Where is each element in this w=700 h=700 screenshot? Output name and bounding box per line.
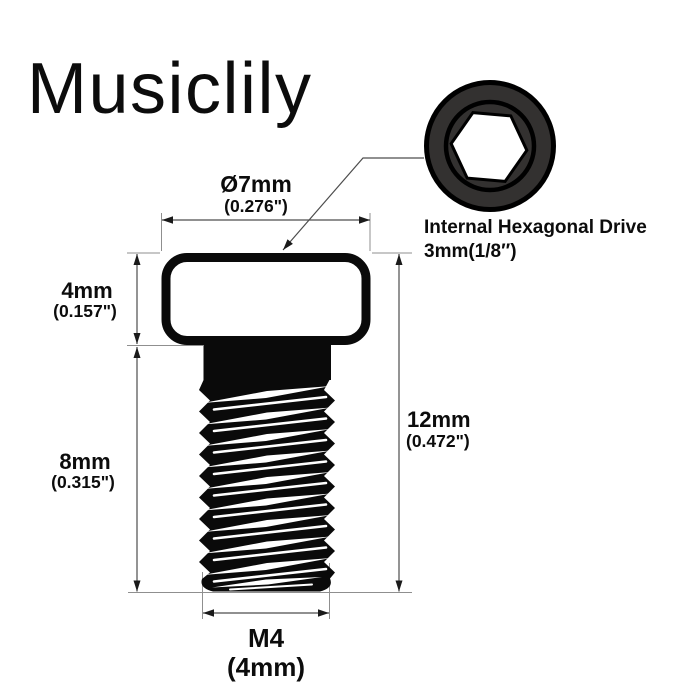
arrowhead-m4-left	[203, 609, 214, 617]
thread-thin-line	[229, 583, 313, 591]
brand-logo-text: Musiclily	[27, 49, 313, 129]
thread-thin-line	[212, 395, 328, 411]
thread-slash	[203, 558, 331, 575]
dimension-lines	[133, 157, 424, 617]
thread-thin-line	[212, 417, 328, 433]
thread-slash	[203, 536, 331, 554]
thread-thin-line	[212, 546, 328, 562]
arrowhead-dia-right	[359, 216, 370, 224]
hex-drive-detail	[424, 80, 556, 212]
thread-slash	[203, 472, 331, 489]
screw-neck	[203, 342, 331, 380]
label-total-length-imperial: (0.472")	[406, 431, 470, 451]
thread-helix-slashes	[203, 386, 331, 588]
thread-helix-thin-lines	[212, 395, 328, 591]
thread-slash	[203, 407, 331, 425]
thread-slash	[203, 450, 331, 468]
thread-thin-line	[212, 460, 328, 476]
screw-head	[161, 253, 371, 345]
label-head-diameter-metric: Ø7mm	[220, 171, 292, 197]
thread-thin-line	[212, 438, 328, 454]
arrowhead-m4-right	[318, 609, 329, 617]
arrowhead-4mm-bottom	[133, 333, 141, 344]
label-thread-size-metric: M4	[248, 623, 285, 653]
arrowhead-4mm-top	[133, 254, 141, 265]
arrowhead-12mm-bottom	[395, 580, 403, 592]
arrowhead-leader	[283, 239, 293, 250]
label-head-height-imperial: (0.157")	[53, 301, 117, 321]
thread-thin-line	[212, 481, 328, 497]
label-head-height-metric: 4mm	[61, 278, 112, 303]
label-head-diameter-imperial: (0.276")	[224, 196, 288, 216]
dimension-labels: Ø7mm (0.276") 4mm (0.157") 8mm (0.315") …	[51, 171, 647, 682]
leader-line-hex-drive	[282, 157, 424, 251]
label-total-length-metric: 12mm	[407, 407, 471, 432]
arrowhead-8mm-bottom	[133, 580, 141, 592]
thread-thin-line	[212, 503, 328, 519]
label-thread-size-imperial: (4mm)	[227, 652, 305, 682]
arrowhead-12mm-top	[395, 254, 403, 265]
label-hex-drive-size: 3mm(1/8″)	[424, 241, 517, 262]
socket-hexagon	[449, 110, 529, 184]
arrowhead-dia-left	[162, 216, 173, 224]
screw-illustration	[161, 253, 371, 592]
thread-slash	[203, 515, 331, 532]
thread-slash	[203, 493, 331, 511]
label-thread-length-metric: 8mm	[59, 449, 110, 474]
thread-thin-line	[212, 567, 328, 583]
arrowhead-8mm-top	[133, 347, 141, 358]
thread-slash	[203, 429, 331, 446]
thread-slash	[212, 577, 322, 588]
label-hex-drive-title: Internal Hexagonal Drive	[424, 217, 647, 238]
thread-slash	[203, 386, 331, 403]
label-thread-length-imperial: (0.315")	[51, 472, 115, 492]
thread-thin-line	[212, 524, 328, 540]
